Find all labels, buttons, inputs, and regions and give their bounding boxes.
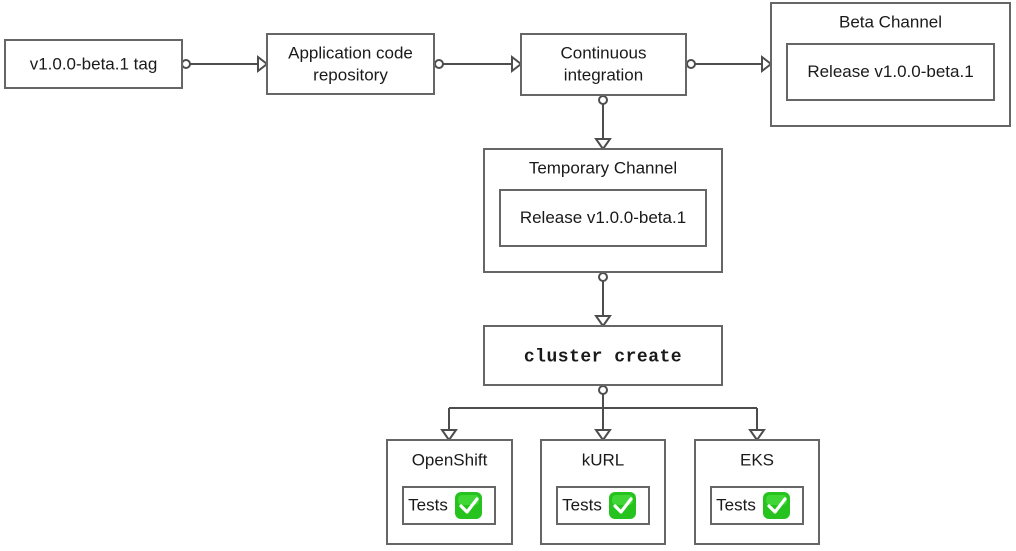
node-eks[interactable]: EKS Tests	[694, 439, 820, 545]
node-temporary-channel[interactable]: Temporary Channel Release v1.0.0-beta.1	[483, 148, 723, 273]
node-version-tag-box	[4, 39, 183, 89]
edge-source-dot	[434, 59, 444, 69]
edge-arrowhead	[257, 54, 269, 74]
node-kurl-tests-box[interactable]	[556, 486, 650, 525]
edge-ci-to-beta-channel	[686, 54, 773, 74]
node-beta-channel-title: Beta Channel	[839, 12, 942, 31]
node-kurl-title: kURL	[582, 450, 625, 469]
node-continuous-integration-box	[520, 33, 687, 96]
node-cluster-create-box	[483, 325, 723, 386]
node-kurl-tests-label: Tests	[562, 495, 602, 514]
node-temporary-channel-title: Temporary Channel	[529, 158, 677, 177]
check-icon	[763, 492, 790, 519]
edge-arrowhead	[594, 315, 612, 328]
node-app-code-repository[interactable]: Application code repository	[266, 33, 435, 95]
node-cluster-create[interactable]: cluster create	[483, 325, 723, 386]
edge-tag-to-repo	[181, 54, 269, 74]
node-openshift-tests-label: Tests	[408, 495, 448, 514]
edge-arrowhead	[594, 138, 612, 151]
node-beta-channel-release-box[interactable]	[786, 43, 995, 101]
node-app-code-repository-label-line1: Application code	[288, 43, 413, 62]
edge-arrowhead-kurl	[594, 429, 612, 442]
node-continuous-integration-label-line1: Continuous	[560, 43, 646, 62]
node-eks-tests-label: Tests	[716, 495, 756, 514]
edge-temp-channel-to-cluster-create	[594, 272, 612, 328]
node-kurl[interactable]: kURL Tests	[540, 439, 666, 545]
edge-source-dot	[686, 59, 696, 69]
edge-arrowhead	[511, 54, 523, 74]
node-temporary-channel-release-box[interactable]	[499, 189, 707, 247]
edge-source-dot	[598, 385, 608, 395]
edge-source-dot	[181, 59, 191, 69]
edge-arrowhead-eks	[748, 429, 766, 442]
edge-cluster-create-to-platforms	[440, 385, 766, 442]
edge-repo-to-ci	[434, 54, 523, 74]
node-beta-channel[interactable]: Beta Channel Release v1.0.0-beta.1	[770, 2, 1011, 127]
node-continuous-integration[interactable]: Continuous integration	[520, 33, 687, 96]
node-openshift[interactable]: OpenShift Tests	[386, 439, 513, 545]
node-version-tag-label: v1.0.0-beta.1 tag	[30, 54, 158, 73]
edge-ci-to-temp-channel	[594, 95, 612, 151]
edge-arrowhead-openshift	[440, 429, 458, 442]
edge-source-dot	[598, 272, 608, 282]
edge-arrowhead	[761, 54, 773, 74]
node-eks-title: EKS	[740, 450, 774, 469]
node-temporary-channel-release-label: Release v1.0.0-beta.1	[520, 208, 686, 227]
node-openshift-title: OpenShift	[412, 450, 488, 469]
check-icon	[455, 492, 482, 519]
node-app-code-repository-box	[266, 33, 435, 95]
check-icon	[609, 492, 636, 519]
node-beta-channel-release-label: Release v1.0.0-beta.1	[807, 62, 973, 81]
node-continuous-integration-label-line2: integration	[564, 65, 643, 84]
edge-source-dot	[598, 95, 608, 105]
node-app-code-repository-label-line2: repository	[313, 65, 388, 84]
node-cluster-create-label: cluster create	[524, 347, 682, 367]
node-version-tag[interactable]: v1.0.0-beta.1 tag	[4, 39, 183, 89]
